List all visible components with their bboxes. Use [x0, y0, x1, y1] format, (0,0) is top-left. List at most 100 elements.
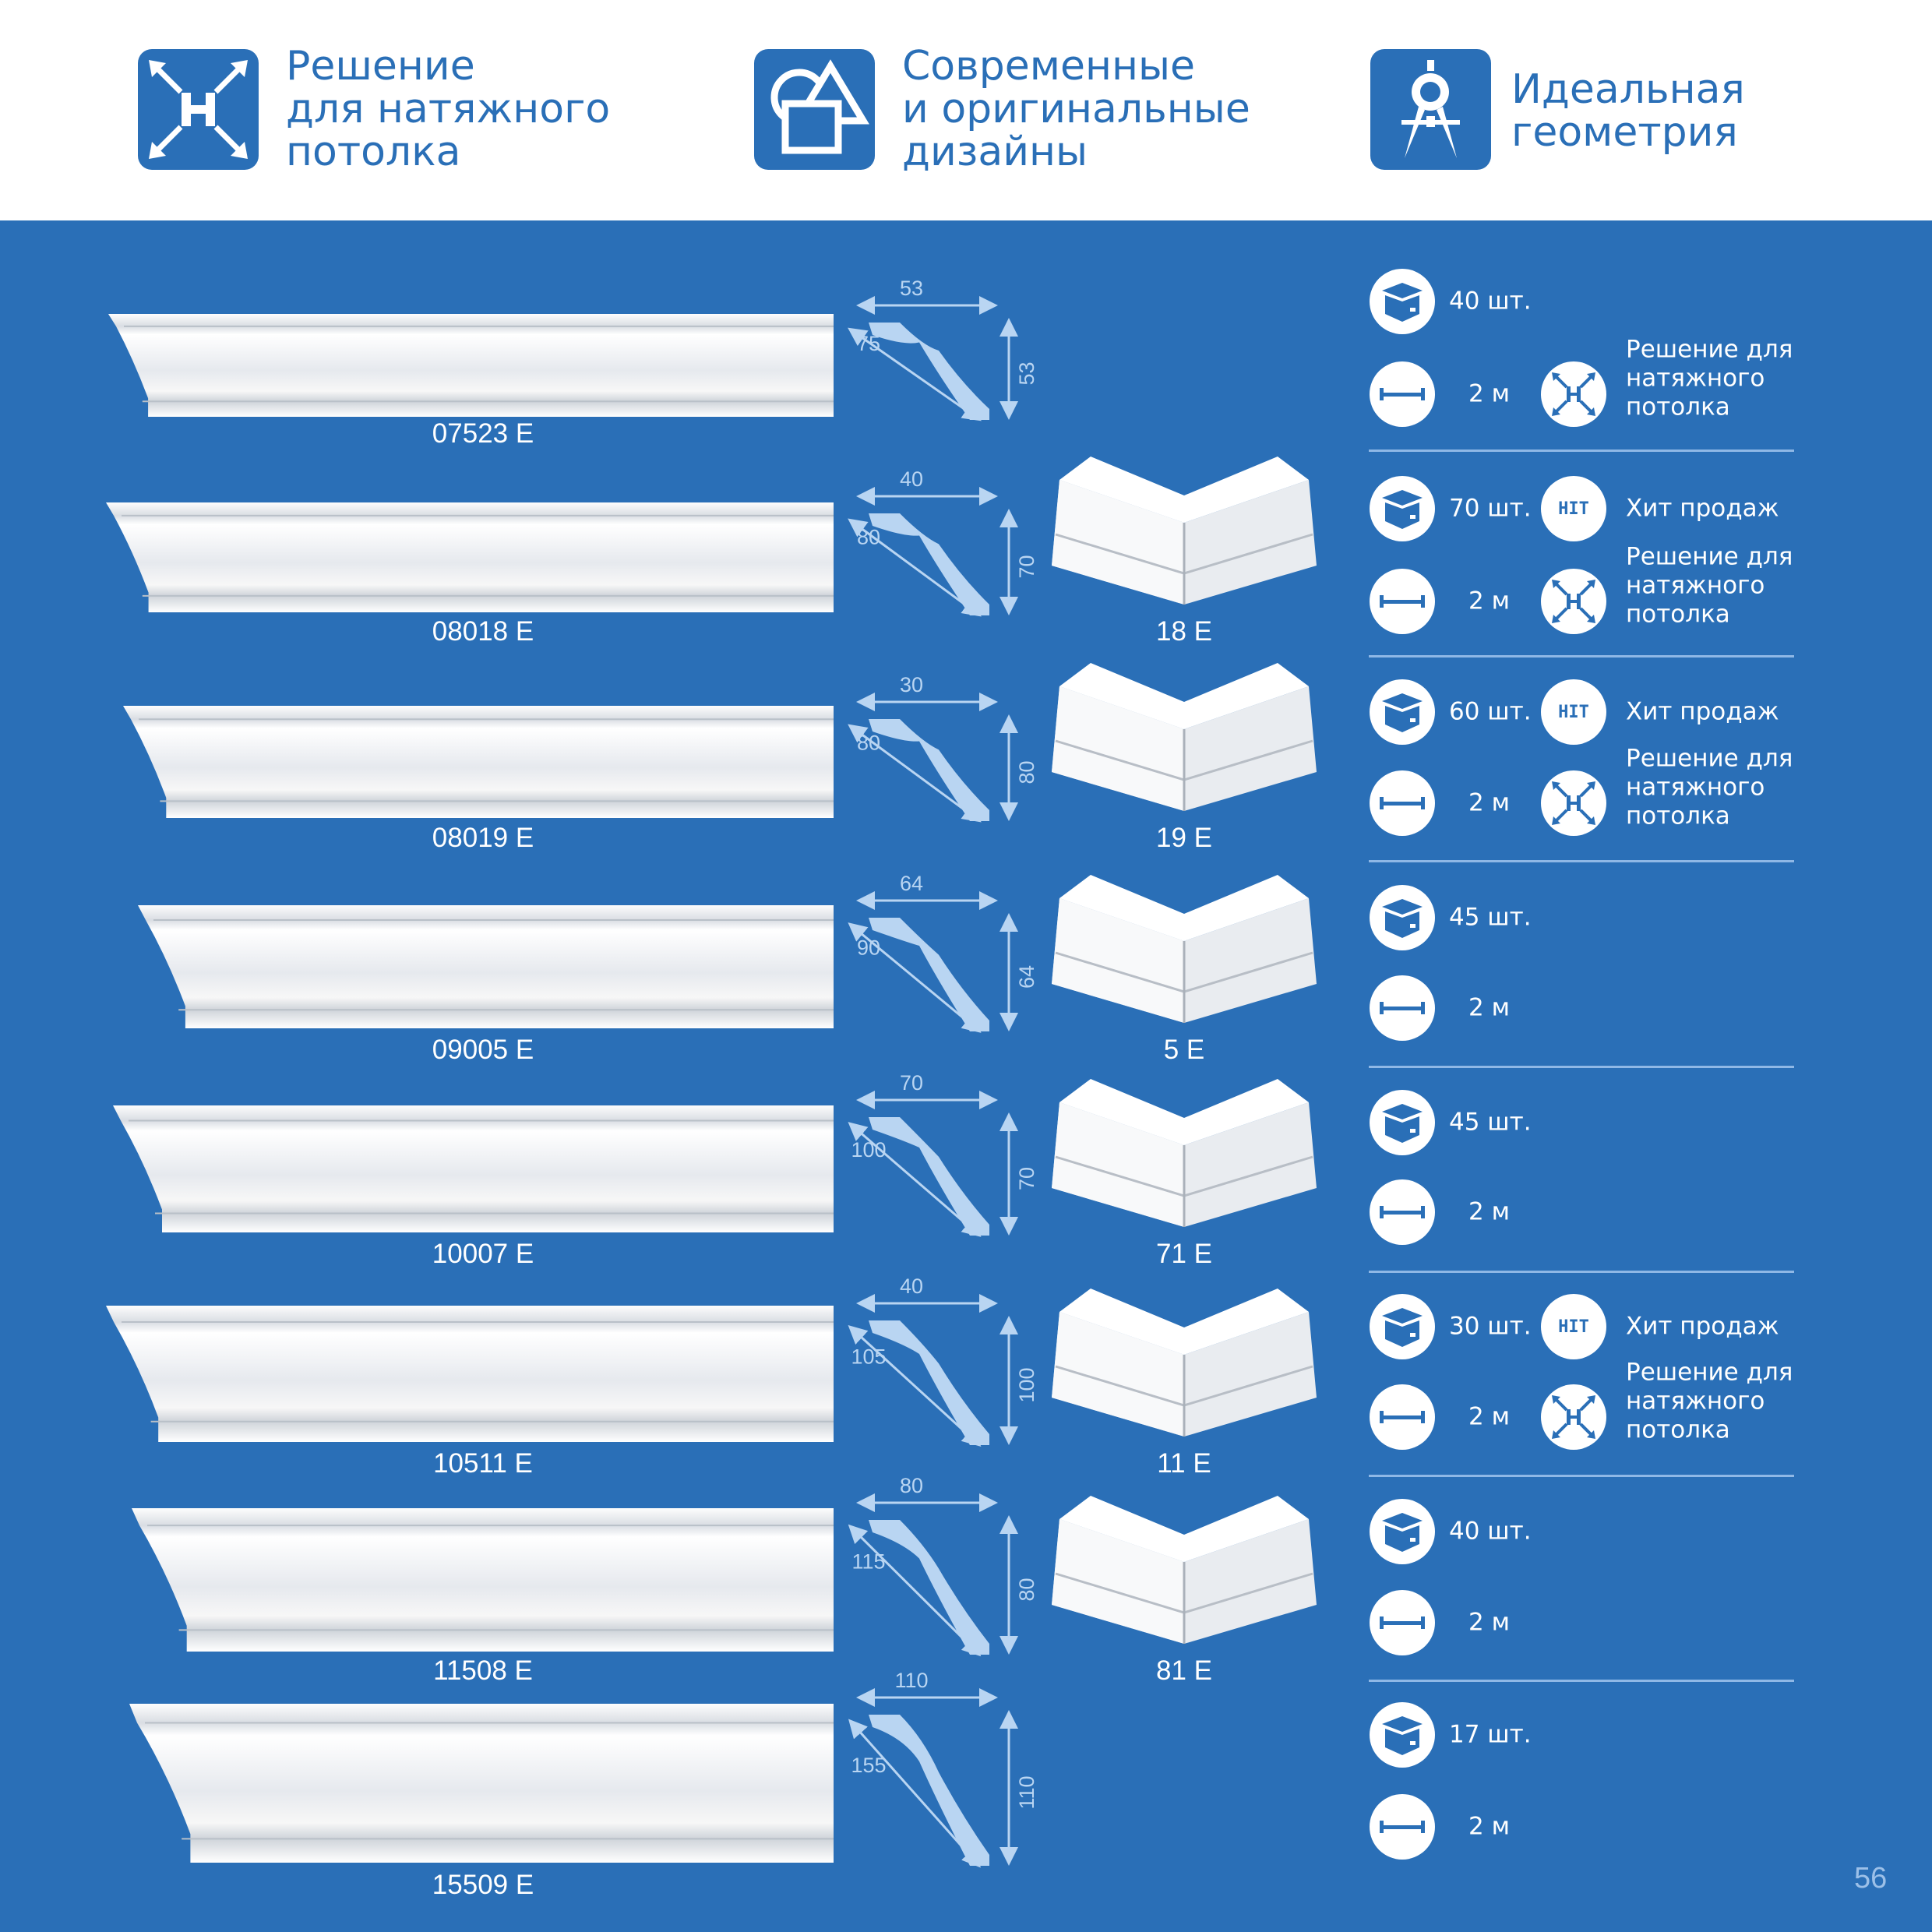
corner-piece-image: [1052, 1079, 1317, 1227]
length-value: 2 м: [1468, 379, 1510, 408]
box-quantity-icon: [1370, 885, 1435, 950]
corner-code: 11 E: [1157, 1448, 1211, 1479]
row-divider: [1369, 1680, 1794, 1682]
width-value: 40: [900, 467, 923, 491]
stretch-ceiling-icon: [138, 49, 259, 170]
corner-piece-image: [1052, 875, 1317, 1023]
width-value: 30: [900, 673, 923, 696]
quantity-per-box: 70 шт.: [1449, 494, 1532, 523]
box-quantity-icon: [1370, 269, 1435, 334]
height-value: 100: [1015, 1367, 1038, 1402]
corner-code: 71 E: [1156, 1239, 1212, 1269]
hit-badge-text: HIT: [1558, 499, 1589, 519]
profile-dimension-diagram: 40 105 100: [848, 1274, 1038, 1447]
height-value: 80: [1015, 760, 1038, 784]
molding-image: [138, 905, 834, 1028]
profile-dimension-diagram: 53 75 53: [848, 277, 1038, 421]
height-value: 70: [1015, 1167, 1038, 1190]
length-icon: [1370, 361, 1435, 427]
diagonal-value: 115: [851, 1549, 885, 1573]
molding-image: [106, 1306, 834, 1442]
diagonal-arrow: [848, 518, 982, 617]
diagonal-arrow: [848, 724, 982, 823]
box-quantity-icon: [1370, 679, 1435, 745]
row-divider: [1369, 1271, 1794, 1273]
hit-badge-text: HIT: [1558, 702, 1589, 722]
corner-code: 81 E: [1156, 1655, 1212, 1686]
width-value: 110: [894, 1669, 928, 1692]
box-quantity-icon: [1370, 1090, 1435, 1155]
diagonal-value: 155: [851, 1754, 886, 1777]
header-bar: Решение для натяжного потолка Современны…: [0, 0, 1932, 220]
molding-image: [132, 1508, 834, 1652]
height-value: 110: [1015, 1775, 1038, 1809]
width-value: 70: [900, 1071, 923, 1095]
feature-geometry-text: Идеальная геометрия: [1511, 66, 1745, 156]
diagonal-value: 75: [857, 332, 880, 355]
profile-shape: [869, 1520, 989, 1655]
length-value: 2 м: [1468, 587, 1510, 615]
diagonal-arrow: [848, 1719, 981, 1868]
hit-label: Хит продаж: [1626, 697, 1779, 726]
profile-dimension-diagram: 30 80 80: [848, 673, 1038, 823]
hit-badge-icon: HIT: [1541, 1294, 1606, 1359]
profile-shape: [869, 1117, 989, 1236]
box-quantity-icon: [1370, 1499, 1435, 1564]
profile-dimension-diagram: 70 100 70: [848, 1071, 1038, 1237]
diagonal-value: 90: [857, 936, 880, 960]
length-icon: [1370, 770, 1435, 836]
width-value: 64: [900, 872, 923, 895]
corner-piece-image: [1052, 1496, 1317, 1644]
corner-piece-image: [1052, 457, 1317, 605]
product-code: 08018 E: [432, 616, 534, 647]
profile-dimension-diagram: 40 80 70: [848, 467, 1038, 617]
hit-label: Хит продаж: [1626, 494, 1779, 523]
length-value: 2 м: [1468, 1608, 1510, 1637]
profile-dimension-diagram: 110 155 110: [848, 1669, 1038, 1868]
profile-shape: [869, 719, 989, 821]
diagonal-value: 100: [851, 1138, 886, 1162]
product-code: 08019 E: [432, 823, 534, 853]
hit-label: Хит продаж: [1626, 1312, 1779, 1341]
hit-badge-icon: HIT: [1541, 679, 1606, 745]
feature-designs-text: Современные и оригинальные дизайны: [902, 43, 1250, 175]
stretch-ceiling-label: Решение для натяжного потолка: [1626, 335, 1793, 421]
height-value: 80: [1015, 1578, 1038, 1601]
length-icon: [1370, 975, 1435, 1041]
page-number: 56: [1854, 1862, 1888, 1895]
length-value: 2 м: [1468, 993, 1510, 1022]
molding-image: [123, 706, 834, 818]
row-divider: [1369, 450, 1794, 452]
stretch-ceiling-icon: [1541, 361, 1606, 427]
length-icon: [1370, 1179, 1435, 1245]
feature-stretch-ceiling-text: Решение для натяжного потолка: [286, 43, 611, 175]
width-value: 53: [900, 277, 923, 300]
length-icon: [1370, 1590, 1435, 1655]
diagonal-arrow: [848, 327, 982, 421]
row-divider: [1369, 655, 1794, 658]
product-code: 07523 E: [432, 418, 534, 449]
row-divider: [1369, 1475, 1794, 1477]
box-quantity-icon: [1370, 476, 1435, 541]
profile-shape: [869, 1715, 989, 1866]
diagonal-arrow: [848, 922, 982, 1033]
corner-code: 18 E: [1156, 616, 1212, 647]
product-code: 10007 E: [432, 1239, 534, 1269]
diagonal-arrow: [848, 1524, 982, 1657]
diagonal-arrow: [848, 1324, 982, 1447]
diagonal-value: 80: [857, 731, 880, 754]
corner-piece-image: [1052, 663, 1317, 811]
stretch-ceiling-label: Решение для натяжного потолка: [1626, 744, 1793, 830]
product-code: 09005 E: [432, 1035, 534, 1065]
box-quantity-icon: [1370, 1702, 1435, 1768]
diagonal-value: 80: [857, 525, 880, 548]
shapes-icon: [754, 49, 875, 170]
profile-dimension-diagram: 64 90 64: [848, 872, 1038, 1033]
profile-shape: [869, 323, 989, 420]
corner-code: 5 E: [1163, 1035, 1205, 1065]
length-value: 2 м: [1468, 788, 1510, 817]
length-icon: [1370, 1794, 1435, 1860]
quantity-per-box: 45 шт.: [1449, 903, 1532, 932]
diagonal-arrow: [848, 1122, 982, 1237]
width-value: 80: [900, 1474, 923, 1497]
